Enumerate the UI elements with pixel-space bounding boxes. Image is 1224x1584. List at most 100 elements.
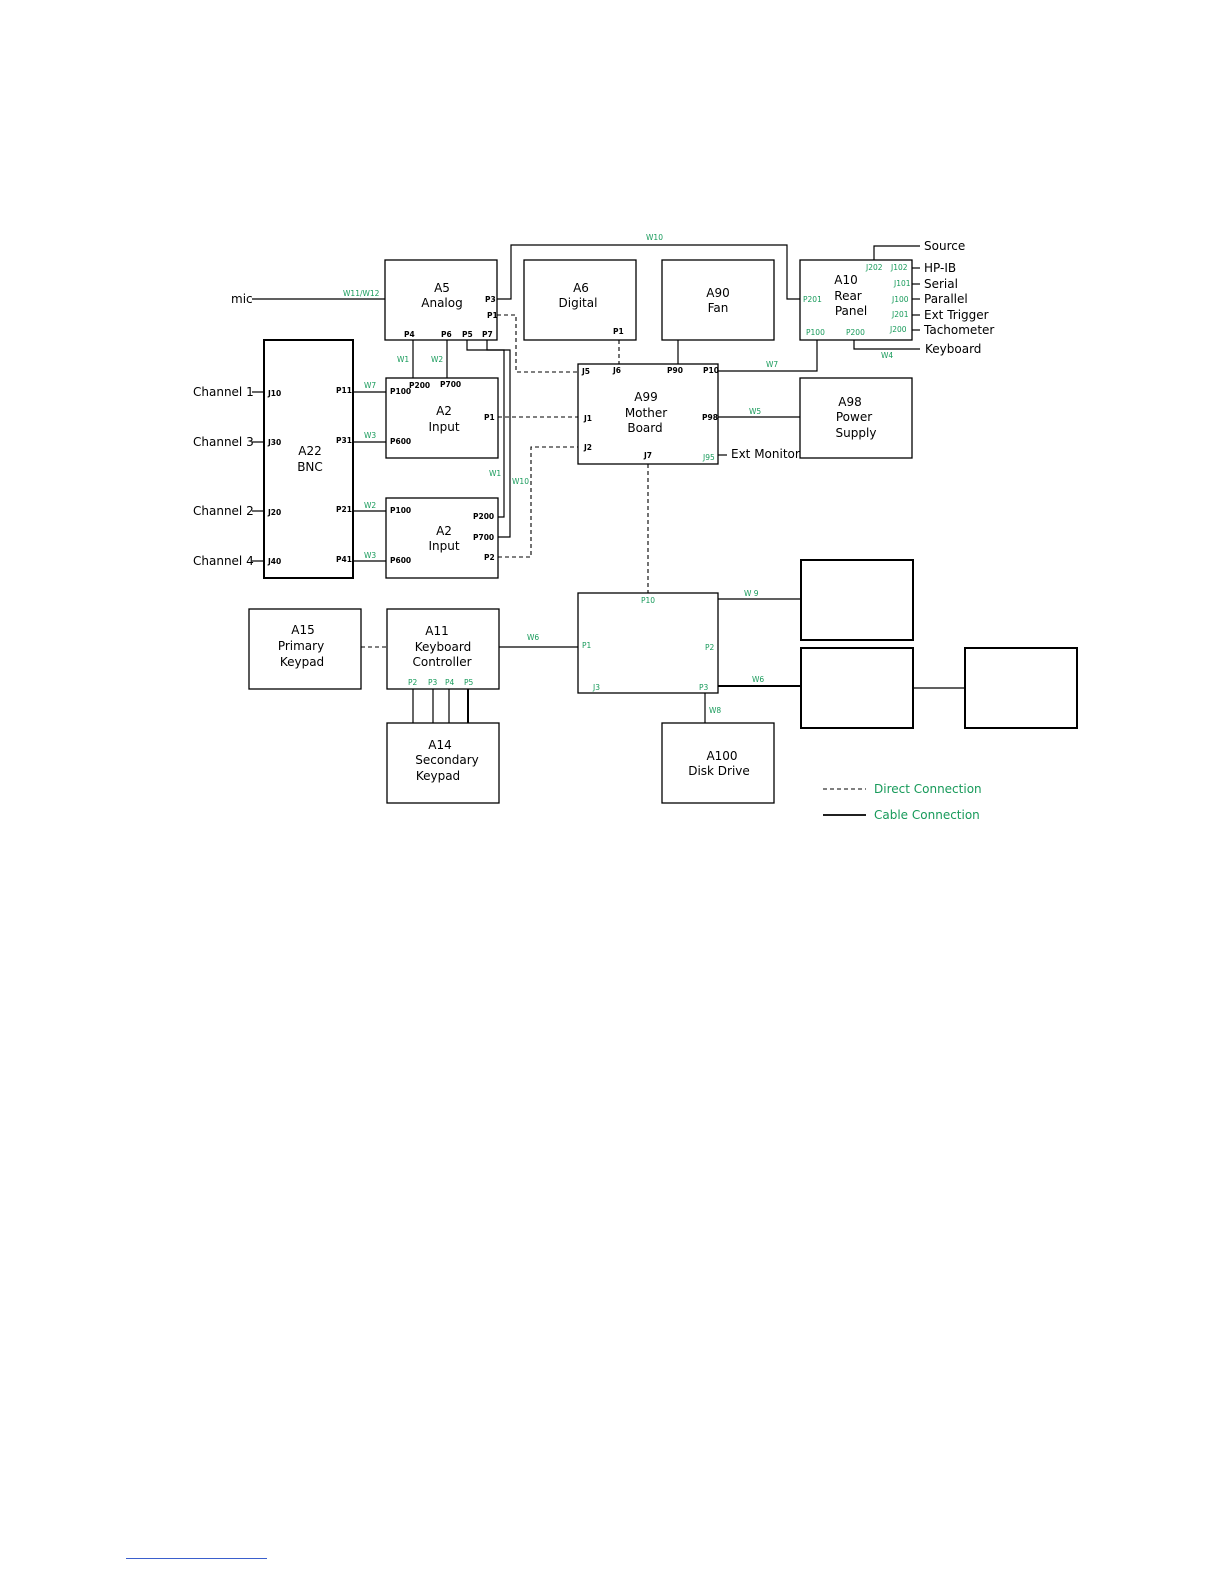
a11-ref: A11 [425,624,448,638]
wire-w1-top: W1 [397,355,409,364]
wire-w7-ch1: W7 [364,381,376,390]
wire-w3-ch3: W3 [364,431,376,440]
label-tachometer: Tachometer [923,323,994,337]
port-low-p3: P3 [699,683,709,692]
label-hp-ib: HP-IB [924,261,956,275]
port-a22-j10: J10 [267,389,281,398]
a22-name: BNC [297,460,323,474]
port-labels: P3 P1 P4 P6 P5 P7 P1 P201 P100 P200 J202… [267,263,911,692]
wire-w4: W4 [881,351,893,360]
port-a22-j30: J30 [267,438,281,447]
port-low-j3: J3 [592,683,600,692]
port-a5-p4: P4 [404,330,415,339]
port-a22-p11: P11 [336,386,352,395]
a15-name-2: Keypad [280,655,324,669]
block-unlabeled-2 [800,647,914,729]
port-a22-p41: P41 [336,555,352,564]
direct-connections [361,314,649,648]
a2-top-name: Input [428,420,459,434]
block-a14-secondary-keypad: A14 Secondary Keypad [386,722,500,804]
port-a99-j1: J1 [583,414,592,423]
block-unlabeled-1 [800,559,914,641]
a15-ref: A15 [291,623,314,637]
footer-rule [126,1558,267,1559]
block-a15-primary-keypad: A15 Primary Keypad [248,608,362,690]
port-a2t-p100: P100 [390,387,411,396]
port-a5-p6: P6 [441,330,452,339]
a98-ref: A98 [838,395,861,409]
cable-connections [252,244,965,723]
port-a2t-p700: P700 [440,380,461,389]
port-a11-p2: P2 [408,678,418,687]
a22-ref: A22 [298,444,321,458]
wire-w10-mid: W10 [512,477,529,486]
legend-cable-connection: Cable Connection [874,808,980,822]
a6-ref: A6 [573,281,589,295]
block-a100-disk-drive: A100 Disk Drive [661,722,775,804]
port-a99-j6: J6 [612,366,621,375]
port-a99-j2: J2 [583,443,592,452]
wire-w9: W 9 [744,589,759,598]
a14-ref: A14 [428,738,451,752]
label-serial: Serial [924,277,958,291]
a10-ref: A10 [834,273,857,287]
port-a22-p31: P31 [336,436,352,445]
a99-name-1: Mother [625,406,667,420]
port-a2t-p600: P600 [390,437,411,446]
a11-name-1: Keyboard [415,640,471,654]
wire-w1-mid: W1 [489,469,501,478]
port-a2b-p600: P600 [390,556,411,565]
label-channel-4: Channel 4 [193,554,254,568]
port-a10-j202: J202 [865,263,883,272]
label-ext-trigger: Ext Trigger [924,308,989,322]
wire-w5: W5 [749,407,761,416]
a5-name: Analog [421,296,462,310]
port-a2b-p100: P100 [390,506,411,515]
port-a10-j200: J200 [889,325,907,334]
legend-direct-connection: Direct Connection [874,782,982,796]
port-a99-j5: J5 [581,367,590,376]
port-low-p1: P1 [582,641,592,650]
port-a99-j95: J95 [702,453,715,462]
wire-labels: W10 W11/W12 W1 W2 W7 W3 W2 W3 W1 W10 W7 … [343,233,893,715]
wire-w11-w12: W11/W12 [343,289,380,298]
block-a99-mother-board: A99 Mother Board [577,363,719,465]
port-a2b-p700: P700 [473,533,494,542]
label-mic: mic [231,292,253,306]
port-a5-p3: P3 [485,295,496,304]
a5-ref: A5 [434,281,450,295]
port-a11-p5: P5 [464,678,474,687]
wire-w6-right: W6 [752,675,764,684]
port-a10-p200: P200 [846,328,865,337]
port-a10-j100: J100 [891,295,909,304]
port-a2b-p200: P200 [473,512,494,521]
block-a11-keyboard-controller: A11 Keyboard Controller [386,608,500,690]
block-unlabeled-3 [964,647,1078,729]
port-a5-p1: P1 [487,311,498,320]
a98-name-1: Power [836,410,872,424]
a6-name: Digital [559,296,598,310]
port-a99-p98: P98 [702,413,718,422]
wire-w2-top: W2 [431,355,443,364]
port-a2b-p2: P2 [484,553,495,562]
port-a10-p100: P100 [806,328,825,337]
port-a22-p21: P21 [336,505,352,514]
port-a5-p5: P5 [462,330,473,339]
a98-name-2: Supply [836,426,877,440]
wire-w2-ch2: W2 [364,501,376,510]
a10-name-1: Rear [834,289,862,303]
port-a2t-p1: P1 [484,413,495,422]
a2-top-ref: A2 [436,404,452,418]
legend: Direct Connection Cable Connection [823,782,982,822]
wire-w10-top: W10 [646,233,663,242]
port-a6-p1: P1 [613,327,624,336]
block-a22-bnc: A22 BNC [263,339,354,579]
wire-w6-left: W6 [527,633,539,642]
port-low-p2: P2 [705,643,715,652]
a10-name-2: Panel [835,304,867,318]
block-a2-input-top: A2 Input [385,377,499,459]
a15-name-1: Primary [278,639,324,653]
port-a11-p4: P4 [445,678,455,687]
a99-ref: A99 [634,390,657,404]
